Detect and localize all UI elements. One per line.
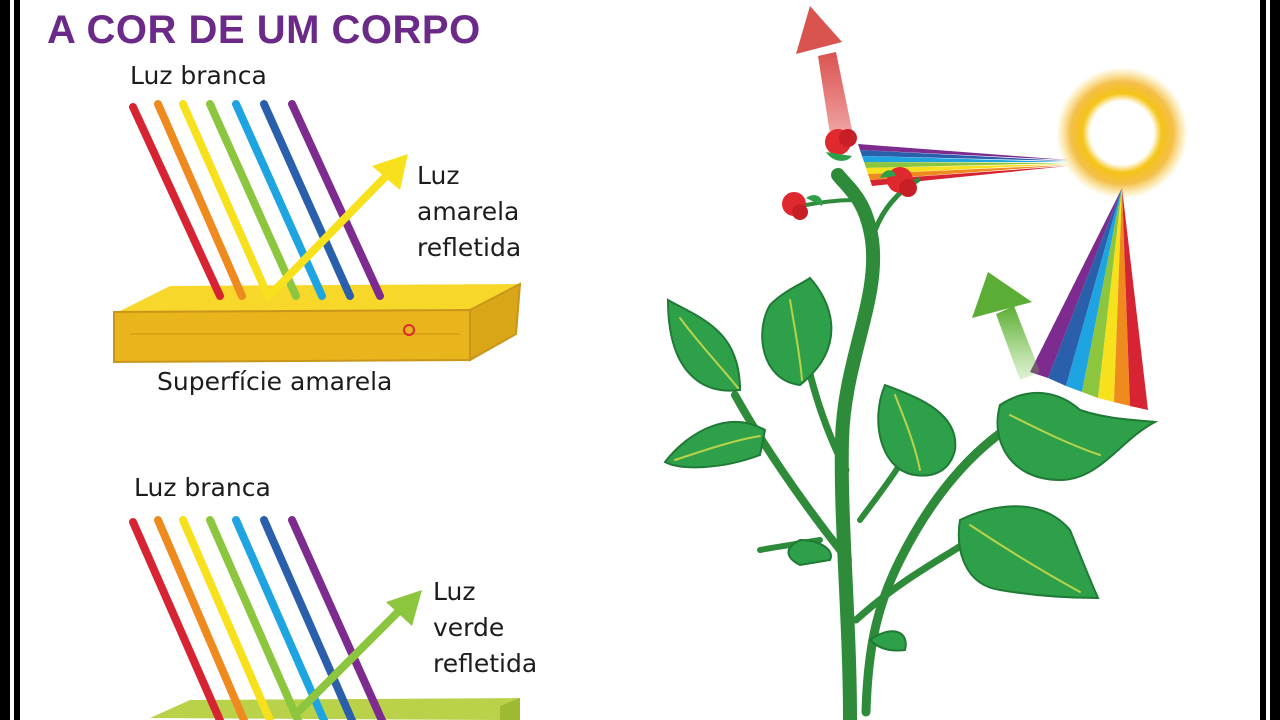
ray-cyan	[232, 516, 329, 720]
leaf-small	[787, 538, 832, 567]
yellow-surface-label: Superfície amarela	[157, 367, 393, 396]
leaf	[877, 383, 957, 477]
flower	[880, 167, 917, 197]
white-light-rays-top	[129, 100, 384, 300]
frame-right-bar	[1260, 0, 1280, 720]
ray-cyan	[232, 100, 326, 300]
ray-yellow	[179, 516, 275, 720]
green-surface-block	[150, 698, 520, 720]
plant-leaves	[663, 276, 1159, 652]
flower	[782, 192, 823, 220]
ray-blue	[260, 100, 354, 300]
reflected-green-arrow	[294, 590, 422, 716]
ray-green	[206, 100, 300, 300]
ray-green	[206, 516, 303, 720]
sun-to-flower-rays	[858, 144, 1068, 186]
reflected-yellow-arrow	[268, 154, 408, 297]
plant-illustration	[663, 6, 1188, 720]
ray-violet	[288, 100, 384, 300]
reflected-green-arrow-plant	[972, 272, 1040, 380]
plant-flowers	[782, 129, 917, 220]
ray-red	[129, 103, 224, 300]
flower	[825, 129, 857, 161]
yellow-surface-block	[113, 282, 522, 364]
ray-red	[129, 518, 225, 720]
ray-yellow	[179, 100, 272, 300]
leaf-veins	[674, 299, 1101, 593]
ray-blue	[260, 516, 357, 720]
white-light-label-bottom: Luz branca	[134, 473, 271, 502]
reflected-yellow-line-2: amarela	[417, 197, 520, 226]
ray-violet	[288, 516, 387, 720]
yellow-surface-panel	[113, 100, 522, 364]
reflected-green-line-1: Luz	[433, 577, 476, 606]
leaf	[663, 421, 767, 469]
leaf	[957, 505, 1100, 600]
sun-icon	[1056, 67, 1188, 199]
reflected-green-line-2: verde	[433, 613, 505, 642]
green-surface-panel	[129, 516, 520, 720]
highlight-marker	[403, 324, 415, 336]
reflected-yellow-line-3: refletida	[417, 233, 522, 262]
page-title: A COR DE UM CORPO	[47, 8, 481, 52]
leaf	[761, 276, 833, 387]
leaf	[996, 391, 1159, 482]
frame-left-bar	[0, 0, 20, 720]
leaf-small	[868, 630, 907, 652]
ray-orange	[154, 516, 249, 720]
reflected-green-line-3: refletida	[433, 649, 538, 678]
ray-orange	[154, 100, 246, 300]
white-light-rays-bottom	[129, 516, 387, 720]
reflected-red-arrow	[796, 6, 852, 134]
reflected-yellow-label: Luz amarela refletida	[417, 158, 521, 266]
reflected-green-label: Luz verde refletida	[433, 574, 537, 682]
white-light-label-top: Luz branca	[130, 61, 267, 90]
reflected-yellow-line-1: Luz	[417, 161, 460, 190]
sun-to-leaf-rays	[1030, 188, 1148, 410]
